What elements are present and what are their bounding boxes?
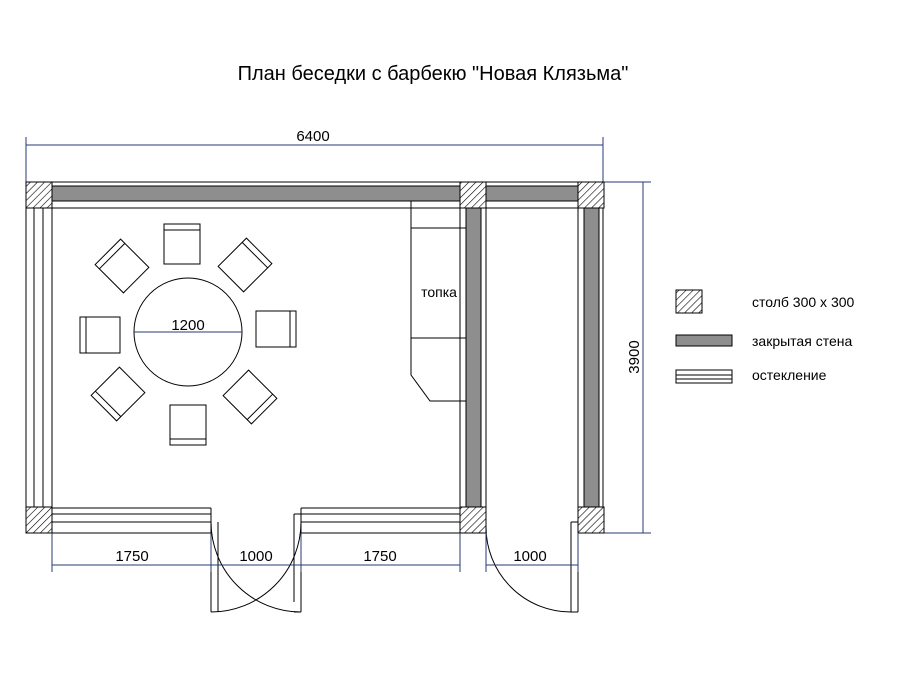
chair-bottom-right (222, 369, 278, 425)
chair-left (79, 316, 121, 354)
dimension-total-width-label: 6400 (296, 128, 329, 145)
legend: столб 300 х 300 закрытая стена остеклени… (675, 289, 855, 384)
dimension-total-width: 6400 (25, 128, 604, 183)
dimension-segment-2-label: 1750 (363, 548, 396, 565)
legend-item-post: столб 300 х 300 (675, 289, 855, 314)
glazing-bottom-middle (300, 507, 460, 534)
chair-top-right (217, 237, 273, 293)
post-bottom-left (25, 506, 53, 534)
legend-glazing-label: остекление (752, 367, 827, 383)
legend-closed-wall-label: закрытая стена (752, 333, 852, 349)
door-2 (485, 521, 579, 613)
legend-glazing-swatch (675, 369, 733, 384)
chairs (79, 223, 297, 446)
dimension-door-2-label: 1000 (513, 548, 546, 565)
glazing-left-wall (25, 208, 53, 507)
dimension-door-1-label: 1000 (239, 548, 272, 565)
wall-right (583, 207, 600, 508)
post-top-left (25, 181, 53, 209)
wall-middle (465, 207, 482, 508)
dimension-table-diameter-label: 1200 (171, 317, 204, 334)
plan-title: План беседки с барбекю "Новая Клязьма" (238, 63, 629, 85)
post-top-middle (459, 181, 487, 209)
legend-item-closed-wall: закрытая стена (675, 333, 852, 349)
post-top-right (577, 181, 605, 209)
chair-top-left (94, 238, 150, 294)
chair-bottom-left (90, 366, 146, 422)
legend-wall-swatch (675, 334, 733, 347)
closed-walls (51, 181, 604, 508)
bottom-dimensions: 1750 1000 1750 1000 (51, 533, 579, 572)
posts (25, 181, 605, 534)
wall-top-right (485, 185, 579, 202)
chair-bottom (169, 404, 207, 446)
chair-top (163, 223, 201, 265)
firebox-counter: топка (410, 201, 466, 402)
dimension-total-depth: 3900 (603, 181, 651, 534)
legend-post-label: столб 300 х 300 (752, 294, 855, 310)
wall-top-left (51, 185, 461, 202)
glazing-bottom-left (52, 507, 212, 534)
dimension-segment-1-label: 1750 (115, 548, 148, 565)
post-bottom-middle (459, 506, 487, 534)
round-table: 1200 (133, 277, 243, 387)
dimension-total-depth-label: 3900 (626, 340, 643, 373)
legend-item-glazing: остекление (675, 367, 827, 384)
chair-right (255, 310, 297, 348)
post-bottom-right (577, 506, 605, 534)
firebox-label: топка (421, 284, 457, 300)
legend-post-swatch (675, 289, 703, 314)
